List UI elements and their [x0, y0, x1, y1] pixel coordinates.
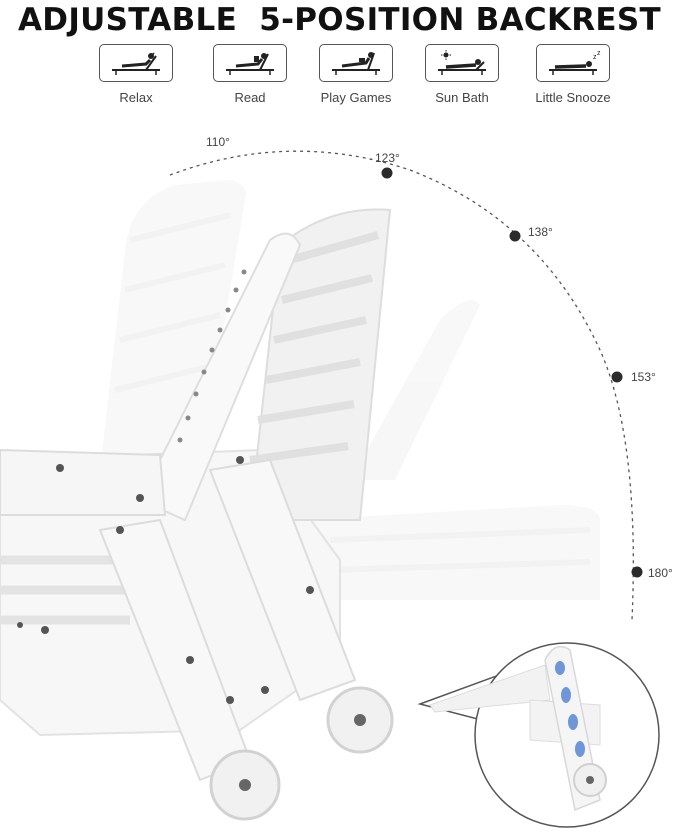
svg-text:123°: 123°: [375, 151, 400, 165]
angle-marker-153: 153°: [611, 370, 656, 384]
svg-text:z: z: [597, 50, 601, 57]
page-title: ADJUSTABLE 5-POSITION BACKREST: [18, 2, 661, 38]
position-label: Read: [234, 90, 266, 105]
position-icons-row: Relax Read: [0, 44, 679, 114]
position-label: Play Games: [320, 90, 392, 105]
read-icon: [213, 44, 287, 82]
angle-dot: [611, 371, 623, 383]
position-relax: Relax: [86, 44, 186, 105]
position-read: Read: [200, 44, 300, 105]
angle-arc: [169, 150, 634, 621]
position-label: Sun Bath: [435, 90, 489, 105]
position-play-games: Play Games: [306, 44, 406, 105]
backrest-notches: [555, 661, 585, 757]
little-snooze-icon: z z: [536, 44, 610, 82]
chair-main: [0, 208, 394, 821]
svg-text:180°: 180°: [648, 566, 673, 580]
angle-marker-138: 138°: [509, 225, 553, 242]
sun-bath-icon: [425, 44, 499, 82]
svg-text:138°: 138°: [528, 225, 553, 239]
svg-text:110°: 110°: [206, 135, 230, 149]
position-label: Relax: [119, 90, 153, 105]
play-games-icon: [319, 44, 393, 82]
angle-dot: [509, 230, 521, 242]
angle-dot: [631, 566, 643, 578]
angle-marker-110: 110°: [206, 135, 230, 149]
angle-dot: [381, 167, 393, 179]
position-sun-bath: Sun Bath: [412, 44, 512, 105]
position-little-snooze: z z Little Snooze: [523, 44, 623, 105]
angle-marker-123: 123°: [375, 151, 400, 179]
angle-marker-180: 180°: [631, 566, 673, 580]
position-label: Little Snooze: [535, 90, 611, 105]
svg-text:z: z: [593, 54, 597, 61]
detail-zoom-callout: [417, 642, 660, 828]
svg-text:153°: 153°: [631, 370, 656, 384]
relax-icon: [99, 44, 173, 82]
chair-wheels: [209, 686, 394, 821]
